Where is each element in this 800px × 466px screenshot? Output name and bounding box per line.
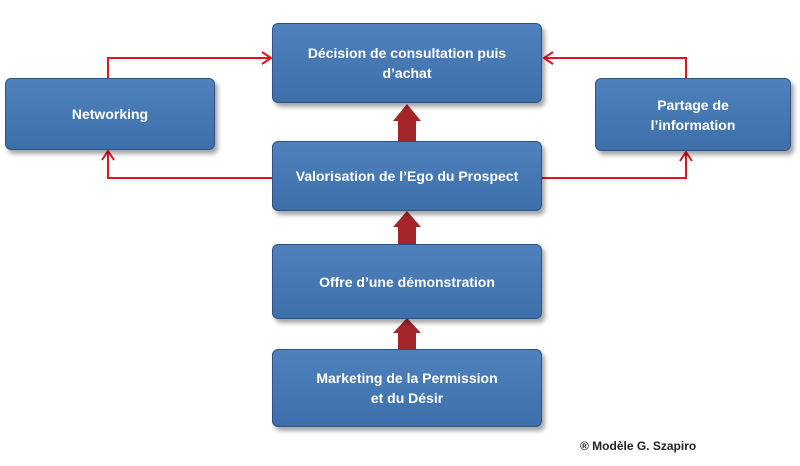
valorisation-label: Valorisation de l’Ego du Prospect xyxy=(295,168,519,184)
arrowhead-networking-to-decision xyxy=(261,51,273,65)
networking-box: Networking xyxy=(5,78,215,150)
offre-box: Offre d’une démonstration xyxy=(272,244,542,319)
block-arrow-marketing-to-offre xyxy=(393,318,421,349)
copyright-credit: ® Modèle G. Szapiro xyxy=(580,439,697,453)
valorisation-box: Valorisation de l’Ego du Prospect xyxy=(272,141,542,211)
marketing-box: Marketing de la Permission et du Désir xyxy=(272,349,542,427)
offre-label: Offre d’une démonstration xyxy=(319,273,495,290)
block-arrow-valorisation-to-decision xyxy=(393,104,421,141)
arrow-valorisation-to-networking xyxy=(107,152,272,179)
arrow-valorisation-to-partage xyxy=(542,153,687,179)
arrowhead-partage-to-decision xyxy=(542,51,554,65)
partage-box: Partage de l’information xyxy=(595,78,791,151)
marketing-label: Marketing de la Permission et du Désir xyxy=(316,370,498,406)
decision-label: Décision de consultation puis d’achat xyxy=(307,45,507,81)
decision-box: Décision de consultation puis d’achat xyxy=(272,23,542,103)
arrowhead-valorisation-to-networking xyxy=(101,149,115,161)
arrowhead-valorisation-to-partage xyxy=(679,150,693,162)
arrow-partage-to-decision xyxy=(545,57,687,78)
partage-label: Partage de l’information xyxy=(650,96,736,133)
block-arrow-offre-to-valorisation xyxy=(393,211,421,244)
arrow-networking-to-decision xyxy=(107,57,270,78)
networking-label: Networking xyxy=(71,106,149,122)
